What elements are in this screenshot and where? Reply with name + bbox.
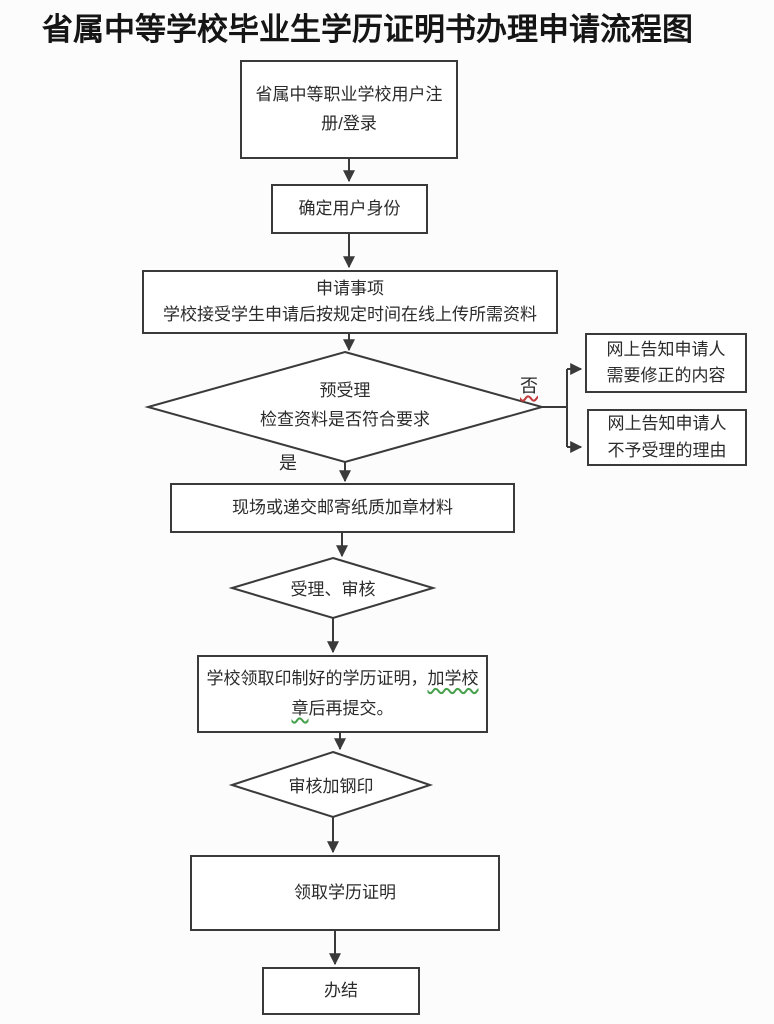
node-notify-fix: 网上告知申请人 需要修正的内容 [585,333,747,393]
node-apply: 申请事项 学校接受学生申请后按规定时间在线上传所需资料 [142,270,558,334]
node-register-text: 省属中等职业学校用户注 册/登录 [242,81,456,137]
node-register: 省属中等职业学校用户注 册/登录 [240,60,458,159]
node-complete: 办结 [262,967,420,1015]
node-school-collect-text: 学校领取印制好的学历证明，加学校 章后再提交。 [199,664,486,724]
node-complete-label: 办结 [324,980,358,1000]
node-apply-line1: 申请事项 [316,278,384,298]
node-school-collect-line1-normal: 学校领取印制好的学历证明， [206,669,428,689]
decision-accept-review-shape [228,556,437,620]
node-identity: 确定用户身份 [271,184,428,234]
decision-pre-accept-shape [144,350,546,464]
node-notify-reject-line1: 网上告知申请人 [607,414,727,434]
node-collect-cert: 领取学历证明 [190,855,500,931]
decision-pre-accept-line2: 检查资料是否符合要求 [260,409,430,429]
node-apply-line2: 学校接受学生申请后按规定时间在线上传所需资料 [163,305,537,324]
node-register-line1: 省属中等职业学校用户注 [255,85,443,105]
node-notify-reject: 网上告知申请人 不予受理的理由 [587,409,747,466]
node-school-collect-line2-normal: 后再提交。 [308,699,394,718]
node-apply-text: 申请事项 学校接受学生申请后按规定时间在线上传所需资料 [144,276,556,329]
node-notify-fix-line1: 网上告知申请人 [606,339,726,359]
branch-label-yes: 是 [279,453,297,473]
node-submit-paper: 现场或递交邮寄纸质加章材料 [170,483,515,533]
decision-pre-accept-line1: 预受理 [319,381,371,400]
page-title: 省属中等学校毕业生学历证明书办理申请流程图 [42,12,693,47]
decision-review-emboss-text: 审核加钢印 [288,777,374,796]
decision-accept-review-text: 受理、审核 [290,580,376,599]
decision-pre-accept-text: 预受理 检查资料是否符合要求 [195,377,495,435]
node-submit-paper-label: 现场或递交邮寄纸质加章材料 [232,497,453,517]
node-school-collect: 学校领取印制好的学历证明，加学校 章后再提交。 [197,655,488,733]
node-school-collect-line2-marked: 章 [291,699,309,718]
decision-review-emboss-shape [228,750,434,819]
node-identity-label: 确定用户身份 [298,198,401,218]
node-register-line2: 册/登录 [321,113,377,133]
node-collect-cert-label: 领取学历证明 [294,882,396,902]
node-notify-fix-text: 网上告知申请人 需要修正的内容 [587,337,745,390]
node-school-collect-line1-marked: 加学校 [427,669,479,689]
node-notify-reject-line2: 不予受理的理由 [607,440,727,460]
branch-label-no: 否 [520,376,538,396]
node-notify-fix-line2: 需要修正的内容 [606,366,726,385]
node-notify-reject-text: 网上告知申请人 不予受理的理由 [589,411,745,464]
